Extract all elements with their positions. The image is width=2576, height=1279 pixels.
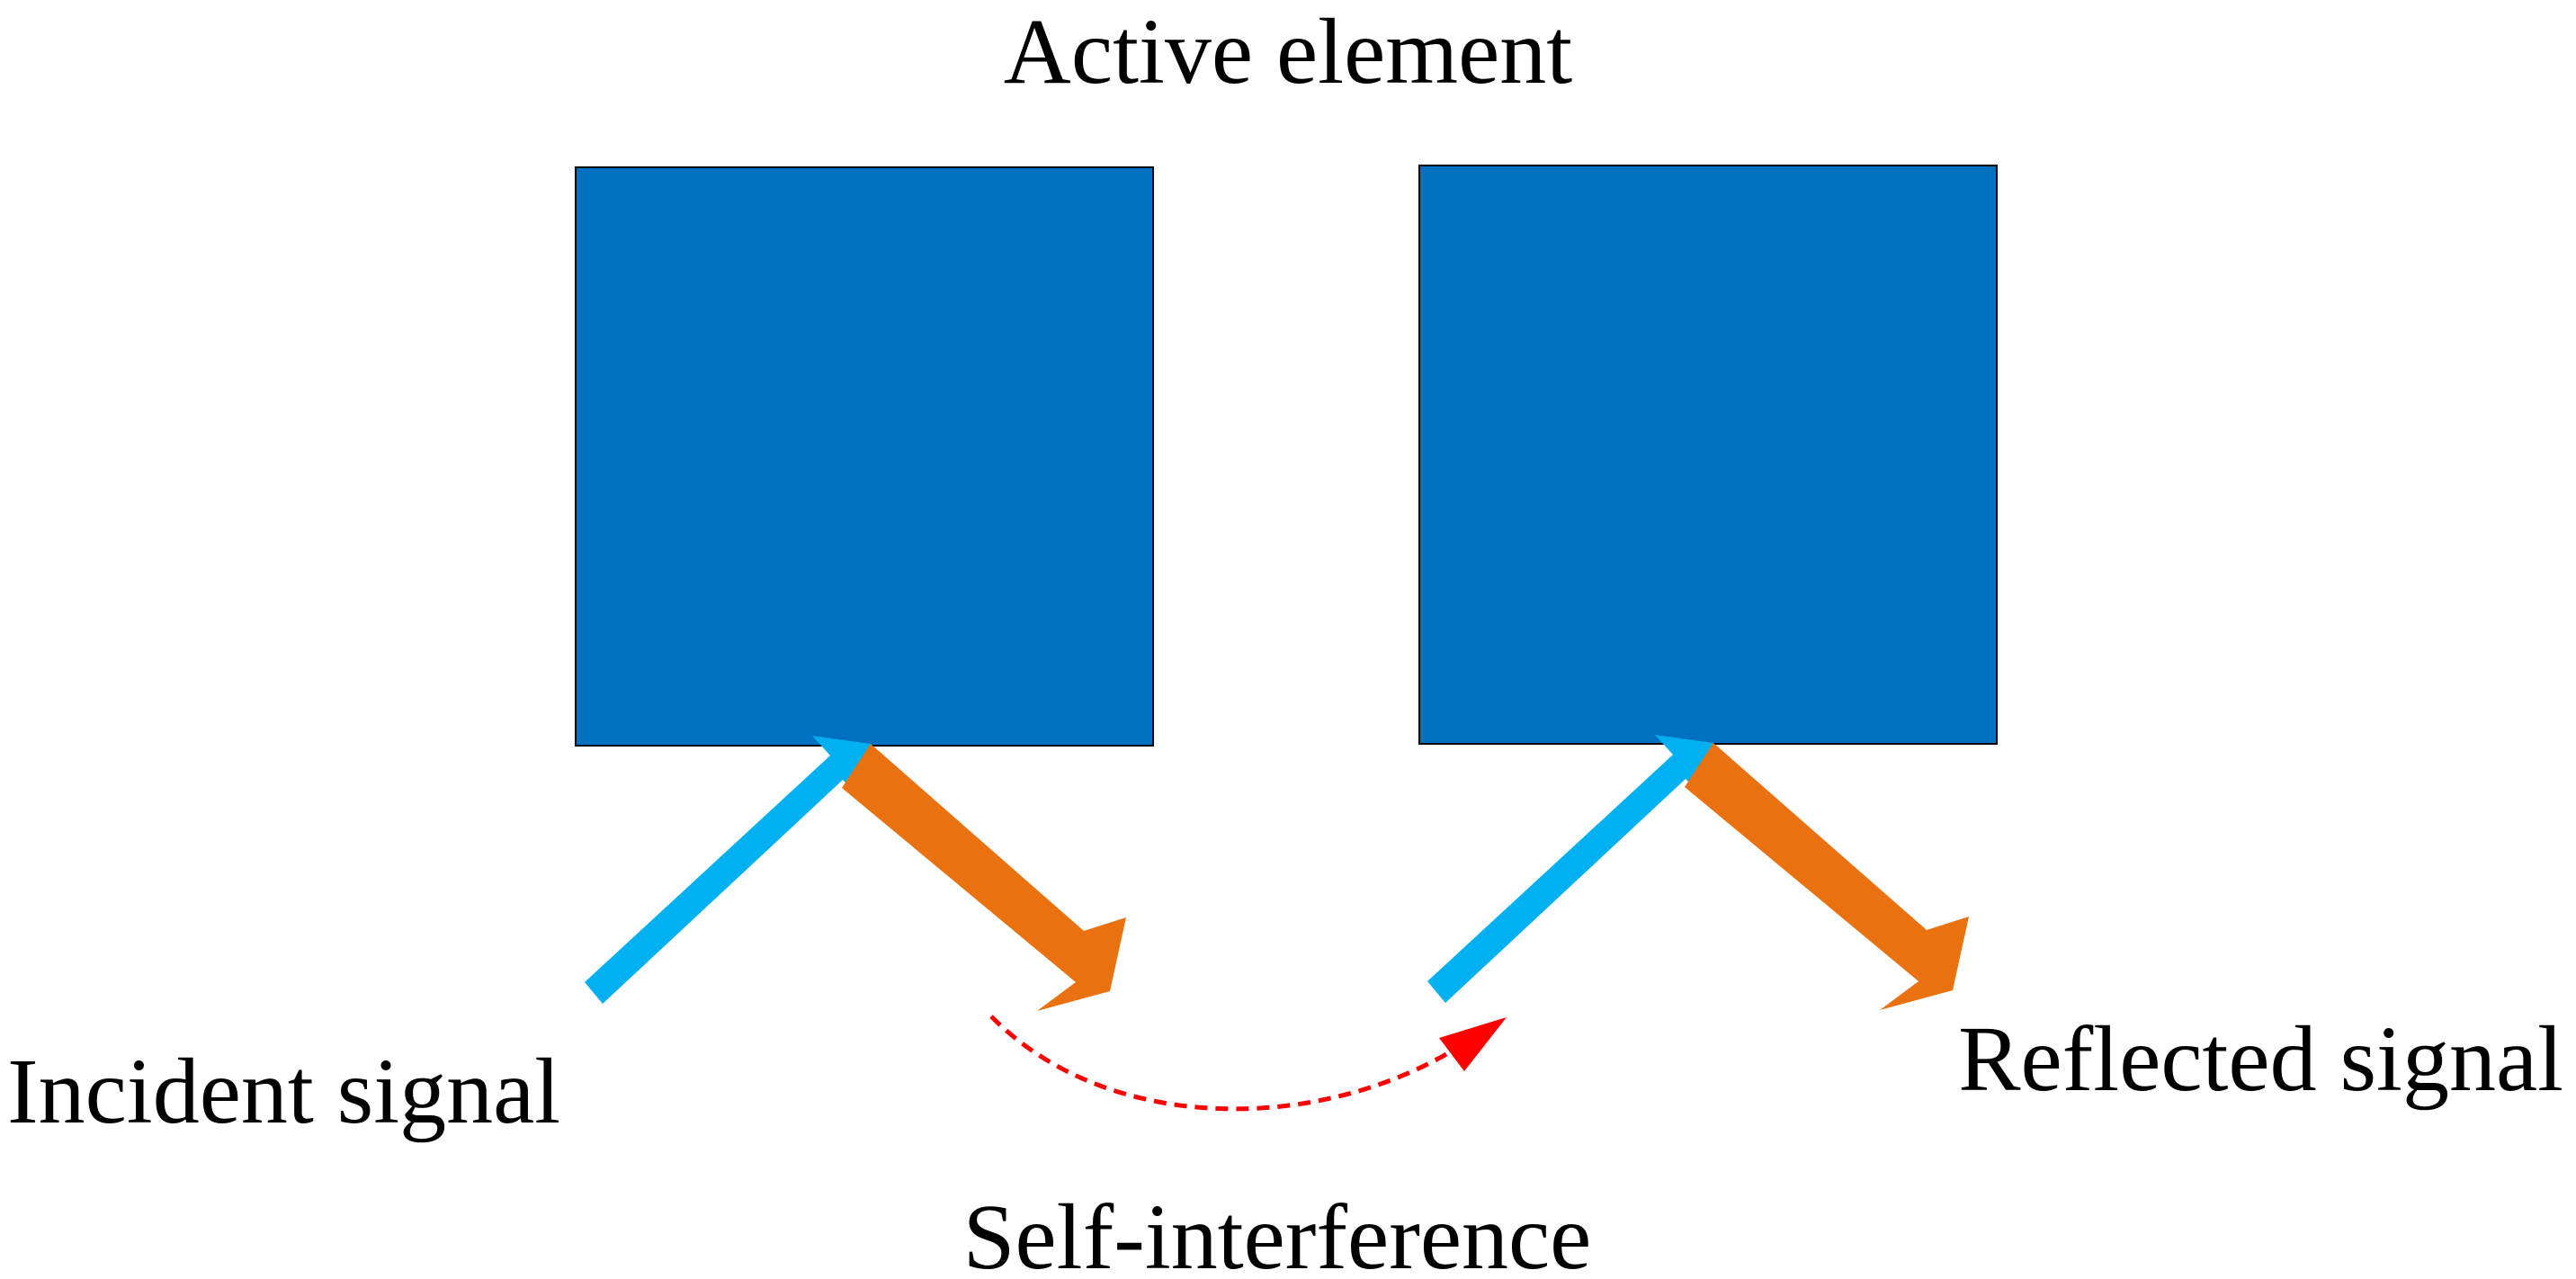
active-element-left [575, 166, 1154, 747]
self-interference-arrowhead [1439, 1017, 1507, 1071]
reflected-arrow-left [842, 744, 1126, 1011]
incident-arrow-right [1427, 735, 1713, 1003]
incident-signal-label: Incident signal [7, 1040, 560, 1143]
self-interference-label: Self-interference [963, 1185, 1592, 1279]
self-interference-path [989, 1015, 1454, 1112]
active-element-right [1418, 165, 1998, 745]
incident-arrow-left [585, 736, 871, 1004]
title-label: Active element [1004, 0, 1572, 103]
reflected-signal-label: Reflected signal [1958, 1007, 2563, 1111]
reflected-arrow-right [1685, 743, 1969, 1010]
